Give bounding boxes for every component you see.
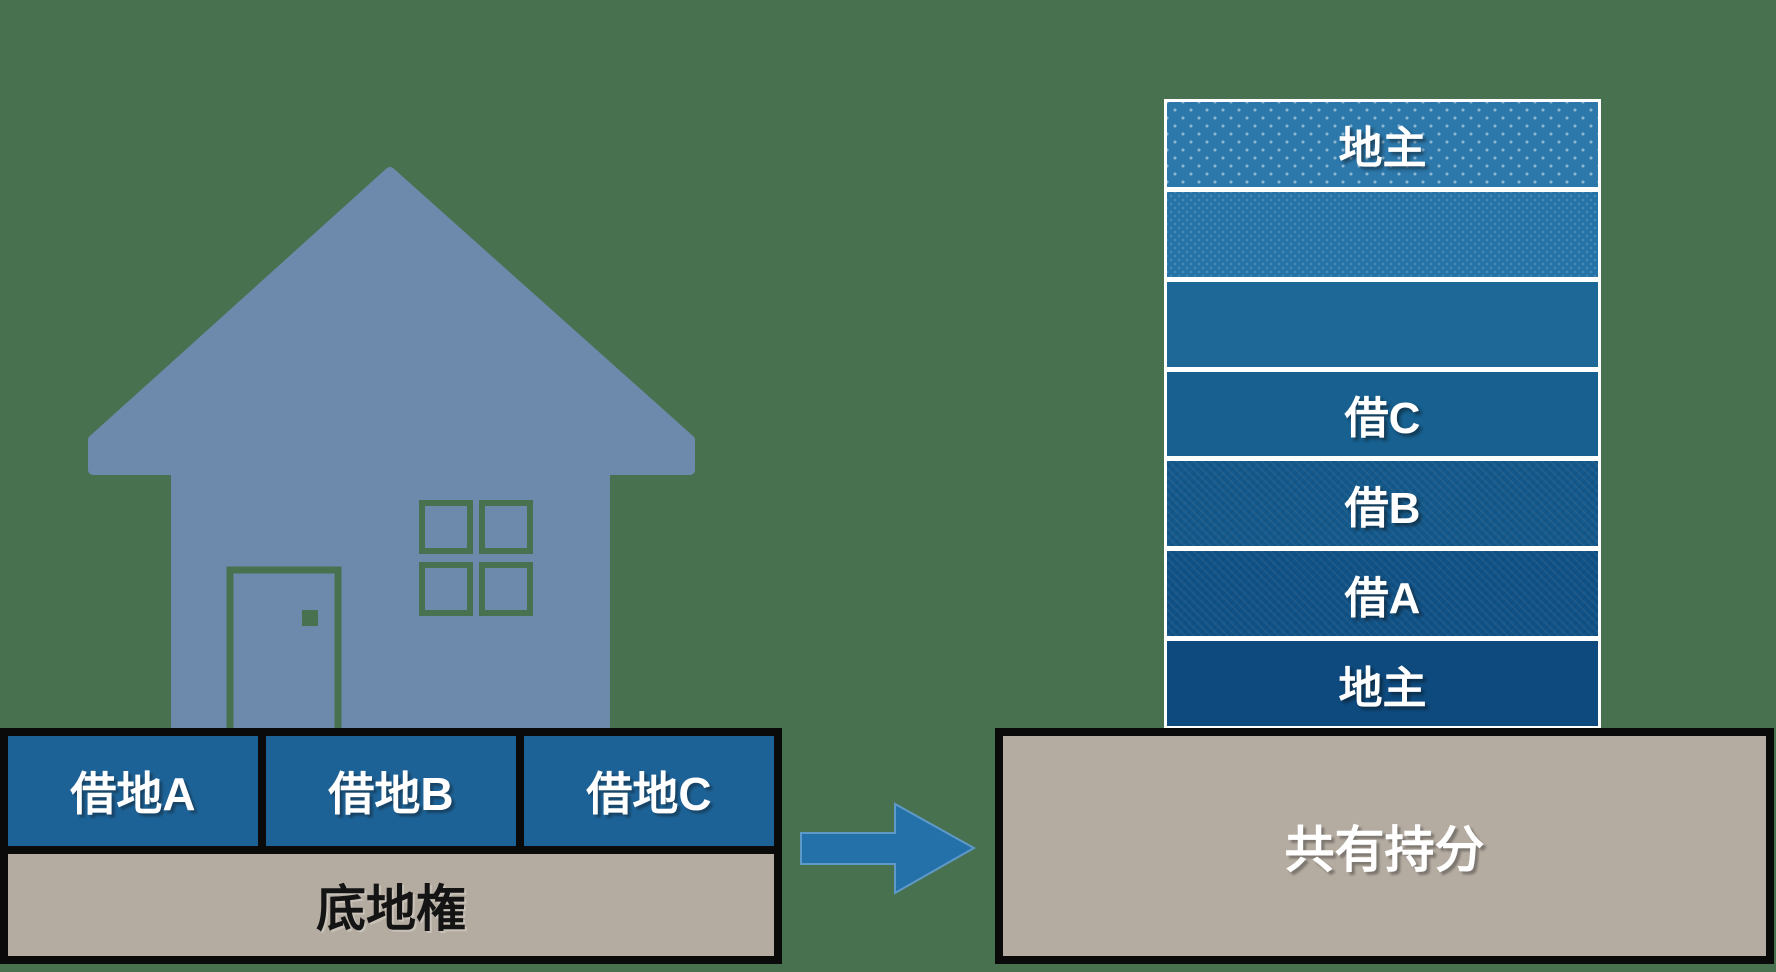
base-land-right-label: 底地権 xyxy=(8,854,774,956)
floor-empty-1 xyxy=(1167,191,1598,277)
window-icon xyxy=(479,562,533,616)
window-icon xyxy=(419,500,473,554)
house-icon xyxy=(88,167,695,732)
floor-tenant-a: 借A xyxy=(1167,551,1598,637)
window-icon xyxy=(419,562,473,616)
leasehold-cell-b: 借地B xyxy=(266,736,516,846)
arrow-right-icon xyxy=(800,802,977,895)
door-icon xyxy=(226,566,342,728)
building-stack: 地主 借C 借B 借A 地主 xyxy=(1164,99,1601,729)
leasehold-cell-a: 借地A xyxy=(8,736,258,846)
leasehold-land-block: 借地A 借地B 借地C 底地権 xyxy=(0,728,782,964)
door-knob-icon xyxy=(302,610,318,626)
leasehold-cells-row: 借地A 借地B 借地C xyxy=(8,736,774,846)
leasehold-cell-c: 借地C xyxy=(524,736,774,846)
floor-landowner-top: 地主 xyxy=(1167,102,1598,187)
window-icon xyxy=(479,500,533,554)
floor-landowner-bottom: 地主 xyxy=(1167,641,1598,727)
arrow-right-shape xyxy=(800,802,977,895)
floor-tenant-b: 借B xyxy=(1167,461,1598,547)
floor-tenant-c: 借C xyxy=(1167,371,1598,457)
floor-empty-2 xyxy=(1167,281,1598,367)
house-silhouette xyxy=(88,167,695,732)
shared-ownership-block: 共有持分 xyxy=(995,728,1774,964)
